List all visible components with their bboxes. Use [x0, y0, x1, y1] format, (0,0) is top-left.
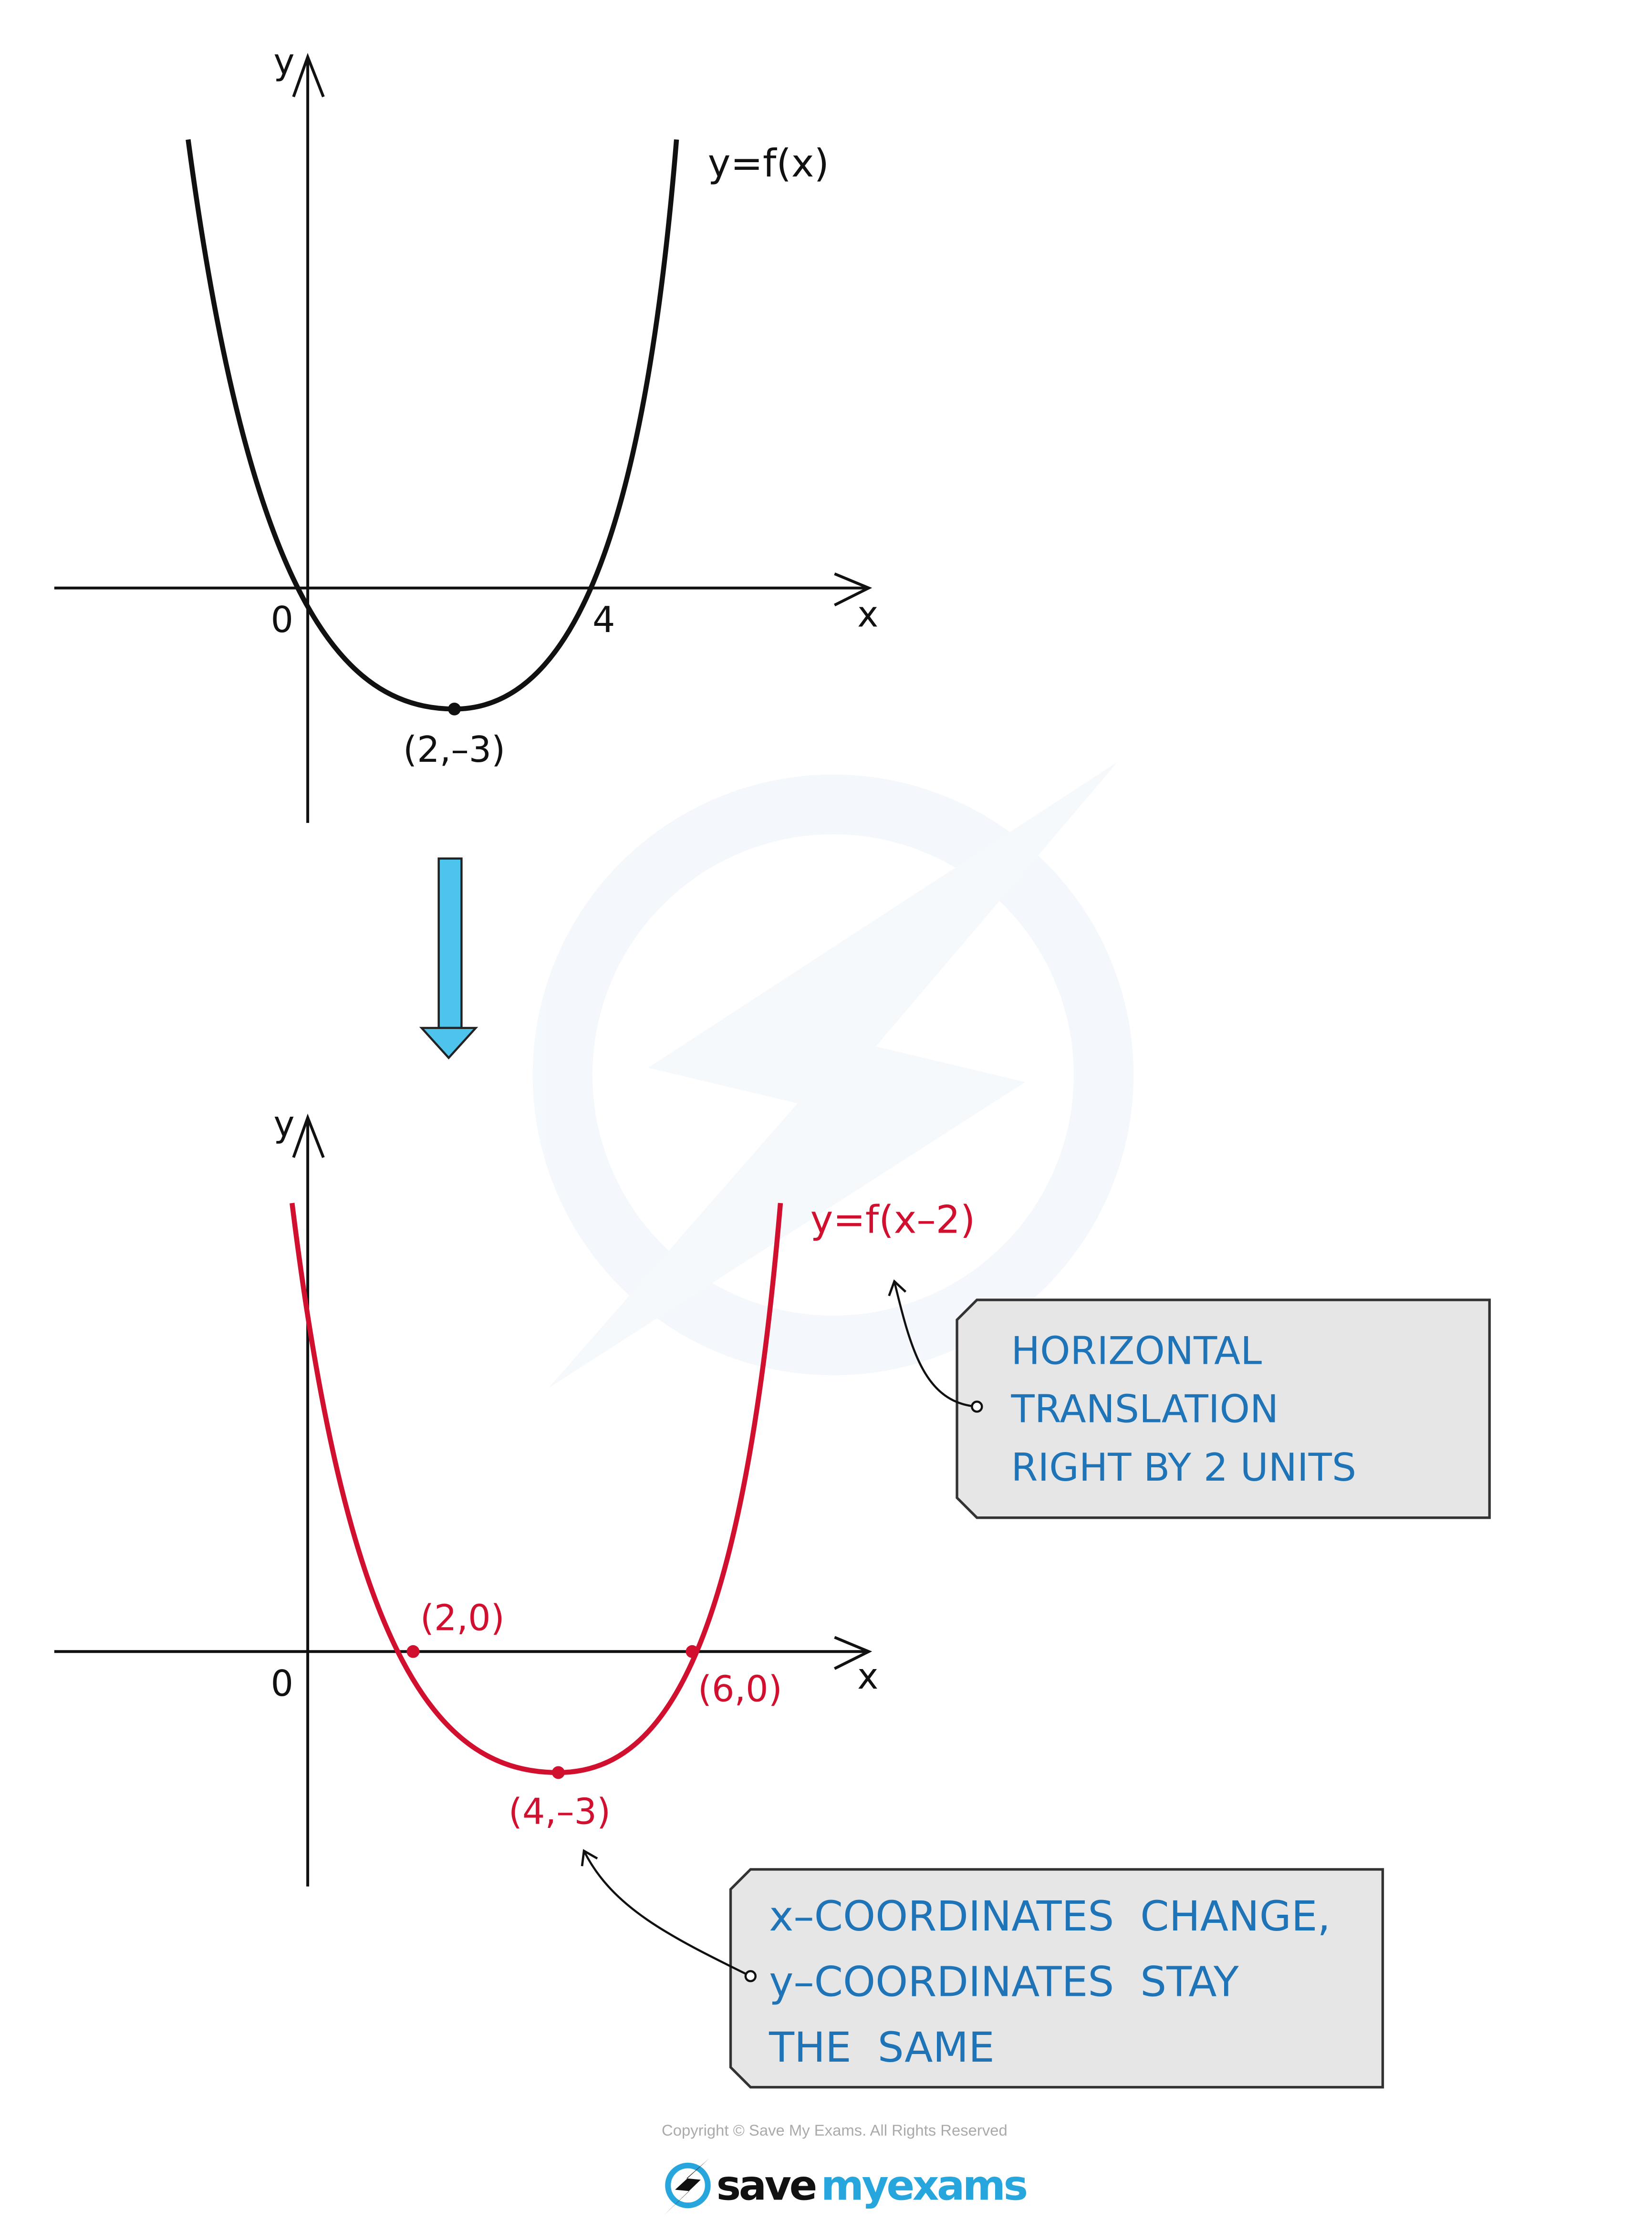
y-axis-arrowhead-icon: [292, 1113, 325, 1158]
annotation-line: x–COORDINATES CHANGE,: [769, 1893, 1330, 1940]
x-axis-label: x: [857, 593, 878, 635]
top-graph: y x 0 4 y=f(x) (2,–3): [54, 41, 878, 823]
vertex-point: [551, 1766, 565, 1779]
lightning-icon: [664, 2158, 709, 2216]
origin-label: 0: [270, 599, 293, 641]
origin-label: 0: [270, 1663, 293, 1704]
logo-save: save: [717, 2162, 816, 2210]
annotation-line: THE SAME: [769, 2024, 995, 2072]
annotation-line: HORIZONTAL: [1011, 1328, 1262, 1373]
logo-myexams: myexams: [821, 2162, 1027, 2210]
root-label-1: (2,0): [420, 1597, 505, 1639]
curve-label: y=f(x): [708, 141, 829, 186]
annotation-line: TRANSLATION: [1011, 1387, 1279, 1432]
copyright-text: Copyright © Save My Exams. All Rights Re…: [662, 2121, 1008, 2139]
x-axis-label: x: [857, 1656, 878, 1697]
x-axis-arrowhead-icon: [834, 572, 873, 607]
watermark-logo: [532, 761, 1134, 1389]
curve-label: y=f(x–2): [810, 1198, 976, 1243]
down-arrow-icon: [419, 857, 478, 1059]
root-label-2: (6,0): [698, 1669, 782, 1710]
annotation-coordinates-change: x–COORDINATES CHANGE, y–COORDINATES STAY…: [581, 1849, 1384, 2089]
callout-arrow: [888, 1279, 977, 1408]
root-label: 4: [592, 599, 615, 641]
x-axis-arrowhead-icon: [834, 1636, 873, 1670]
bottom-graph: y x 0 y=f(x–2) (2,0) (6,0) (4,–3): [54, 1103, 976, 1887]
y-axis-label: y: [273, 41, 294, 83]
root-point-2: [686, 1645, 699, 1658]
root-point-1: [406, 1645, 420, 1658]
callout-arrow: [581, 1849, 751, 1977]
vertex-label: (2,–3): [403, 729, 505, 770]
y-axis-arrowhead-icon: [292, 52, 325, 98]
annotation-line: y–COORDINATES STAY: [769, 1959, 1239, 2006]
y-axis-label: y: [273, 1103, 294, 1145]
vertex-label: (4,–3): [509, 1791, 611, 1832]
annotation-horizontal-translation: HORIZONTAL TRANSLATION RIGHT BY 2 UNITS: [888, 1279, 1491, 1519]
annotation-line: RIGHT BY 2 UNITS: [1011, 1445, 1357, 1490]
vertex-point: [448, 702, 461, 716]
